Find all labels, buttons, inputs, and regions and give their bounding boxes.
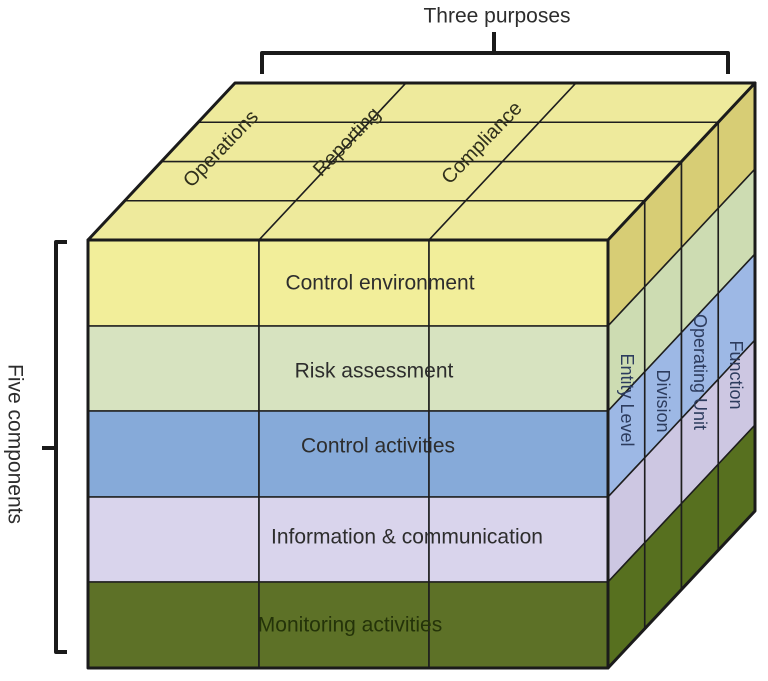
front-cell: [428, 325, 609, 412]
front-cell: [87, 581, 260, 669]
front-cell: [87, 325, 260, 412]
level-label-operating-unit: Operating Unit: [690, 314, 710, 430]
top-bracket-span: [260, 51, 730, 74]
component-label-monitoring-activities: Monitoring activities: [258, 614, 442, 637]
cube-silhouette: [86, 81, 757, 670]
front-cell: [428, 410, 609, 498]
front-cell: [87, 410, 260, 498]
cube-outline: [86, 81, 757, 670]
component-label-risk-assessment: Risk assessment: [295, 360, 454, 383]
component-label-information-communication: Information & communication: [271, 526, 543, 549]
level-label-function: Function: [726, 340, 746, 409]
front-cell: [87, 496, 260, 583]
five-components-title: Five components: [4, 364, 27, 524]
front-cell: [87, 239, 260, 327]
left-bracket-span: [54, 240, 67, 654]
component-label-control-environment: Control environment: [285, 272, 474, 295]
left-bracket: [42, 240, 67, 654]
level-label-division: Division: [653, 369, 673, 432]
top-bracket: [260, 32, 730, 74]
level-label-entity-level: Entity Level: [617, 353, 637, 446]
component-label-control-activities: Control activities: [301, 435, 455, 458]
cube-cells: [87, 82, 756, 669]
three-purposes-title: Three purposes: [423, 5, 570, 28]
front-cell: [428, 581, 609, 669]
cube-ridges: [86, 81, 757, 670]
